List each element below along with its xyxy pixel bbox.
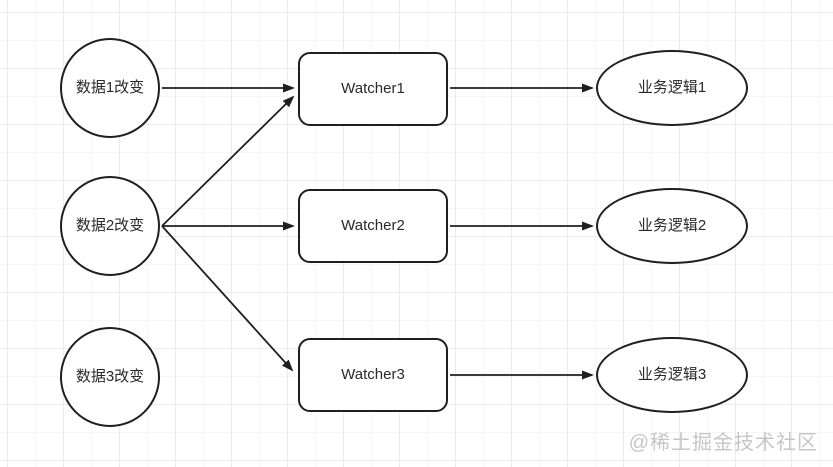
node-logic1-label: 业务逻辑1: [637, 79, 707, 96]
node-watcher1: Watcher1: [298, 52, 448, 126]
node-data3-label: 数据3改变: [75, 368, 145, 385]
node-logic3-label: 业务逻辑3: [637, 366, 707, 383]
node-data2-label: 数据2改变: [75, 217, 145, 234]
edge-data2-to-watcher3: [161, 225, 294, 372]
node-data1-label: 数据1改变: [75, 79, 145, 96]
watermark: @稀土掘金技术社区: [628, 432, 818, 454]
node-watcher1-label: Watcher1: [341, 80, 405, 97]
node-business-logic2: 业务逻辑2: [596, 188, 748, 264]
node-business-logic1: 业务逻辑1: [596, 50, 748, 126]
node-watcher3: Watcher3: [298, 338, 448, 412]
edge-data2-to-watcher1: [161, 95, 295, 227]
node-watcher3-label: Watcher3: [341, 366, 405, 383]
node-watcher2-label: Watcher2: [341, 217, 405, 234]
node-logic2-label: 业务逻辑2: [637, 217, 707, 234]
node-data3-change: 数据3改变: [60, 327, 160, 427]
node-data2-change: 数据2改变: [60, 176, 160, 276]
node-business-logic3: 业务逻辑3: [596, 337, 748, 413]
node-watcher2: Watcher2: [298, 189, 448, 263]
node-data1-change: 数据1改变: [60, 38, 160, 138]
